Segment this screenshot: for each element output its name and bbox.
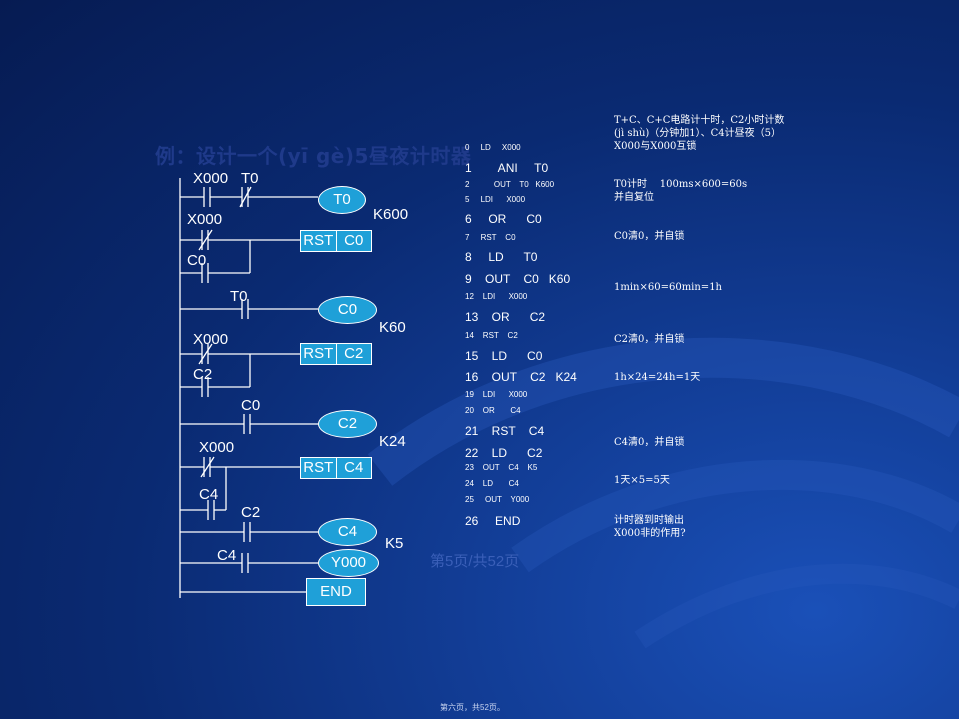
contact-c2-label: C2 <box>193 366 213 383</box>
rst-target: C0 <box>335 231 372 251</box>
coil-c4: C4 <box>318 518 377 546</box>
note-overview: T+C、C+C电路计十时，C2小时计数 (jì shù)（分钟加1）、C4计昼夜… <box>614 115 785 152</box>
coil-c0-constant: K60 <box>379 319 406 336</box>
note-c4-reset: C4清0，并自锁 <box>614 437 685 448</box>
instruction-line: 20 OR C4 <box>465 406 521 415</box>
note-c0-reset: C0清0，并自锁 <box>614 231 685 242</box>
instruction-line: 24 LD C4 <box>465 479 519 488</box>
rst-c4-instruction: RST C4 <box>300 457 372 479</box>
note-day-calc: 1天×5=5天 <box>614 475 670 486</box>
page-indicator: 第5页/共52页 <box>430 553 520 570</box>
instruction-line: 25 OUT Y000 <box>465 495 530 504</box>
instruction-line: 8 LD T0 <box>465 250 538 264</box>
note-hour-calc: 1h×24=24h=1天 <box>614 372 701 383</box>
coil-c2-constant: K24 <box>379 433 406 450</box>
page-footer: 第六页，共52页。 <box>440 703 505 712</box>
instruction-line: 15 LD C0 <box>465 349 543 363</box>
contact-c4-label: C4 <box>217 547 237 564</box>
rst-c2-instruction: RST C2 <box>300 343 372 365</box>
contact-x000-label: X000 <box>187 211 223 228</box>
note-output: 计时器到时输出 X000非的作用? <box>614 515 686 539</box>
coil-t0: T0 <box>318 186 366 214</box>
note-c2-reset: C2清0，并自锁 <box>614 334 685 345</box>
contact-c2-label: C2 <box>241 504 261 521</box>
contact-c4-label: C4 <box>199 486 219 503</box>
end-instruction: END <box>306 578 366 606</box>
instruction-line: 7 RST C0 <box>465 233 516 242</box>
contact-t0-label: T0 <box>241 170 259 187</box>
instruction-line: 23 OUT C4 K5 <box>465 463 538 472</box>
rst-label: RST <box>303 459 334 476</box>
instruction-line: 12 LDI X000 <box>465 292 528 301</box>
coil-t0-constant: K600 <box>373 206 409 223</box>
rst-label: RST <box>303 345 334 362</box>
instruction-line: 13 OR C2 <box>465 310 546 324</box>
instruction-line: 6 OR C0 <box>465 212 542 226</box>
instruction-line: 22 LD C2 <box>465 446 543 460</box>
coil-c2: C2 <box>318 410 377 438</box>
page-title: 例：设计一个(yī gè)5昼夜计时器 <box>155 144 472 168</box>
instruction-line: 14 RST C2 <box>465 331 518 340</box>
contact-c0-label: C0 <box>241 397 261 414</box>
contact-x000-label: X000 <box>193 331 229 348</box>
note-minute-calc: 1min×60=60min=1h <box>614 282 722 293</box>
instruction-line: 26 END <box>465 514 521 528</box>
rst-label: RST <box>303 232 334 249</box>
instruction-line: 2 OUT T0 K600 <box>465 180 555 189</box>
rst-c0-instruction: RST C0 <box>300 230 372 252</box>
instruction-line: 5 LDI X000 <box>465 195 526 204</box>
instruction-line: 16 OUT C2 K24 <box>465 370 577 384</box>
instruction-line: 1 ANI T0 <box>465 161 549 175</box>
contact-c0-label: C0 <box>187 252 207 269</box>
contact-x000-label: X000 <box>199 439 235 456</box>
coil-y000: Y000 <box>318 549 379 577</box>
rst-target: C2 <box>335 344 372 364</box>
contact-t0-label: T0 <box>230 288 248 305</box>
rst-target: C4 <box>335 458 372 478</box>
instruction-line: 21 RST C4 <box>465 424 545 438</box>
coil-c4-constant: K5 <box>385 535 404 552</box>
coil-c0: C0 <box>318 296 377 324</box>
note-t0-timing: T0计时 100ms×600=60s 并自复位 <box>614 179 748 203</box>
contact-x000-label: X000 <box>193 170 229 187</box>
instruction-line: 19 LDI X000 <box>465 390 528 399</box>
instruction-line: 0 LD X000 <box>465 143 521 152</box>
instruction-line: 9 OUT C0 K60 <box>465 272 571 286</box>
